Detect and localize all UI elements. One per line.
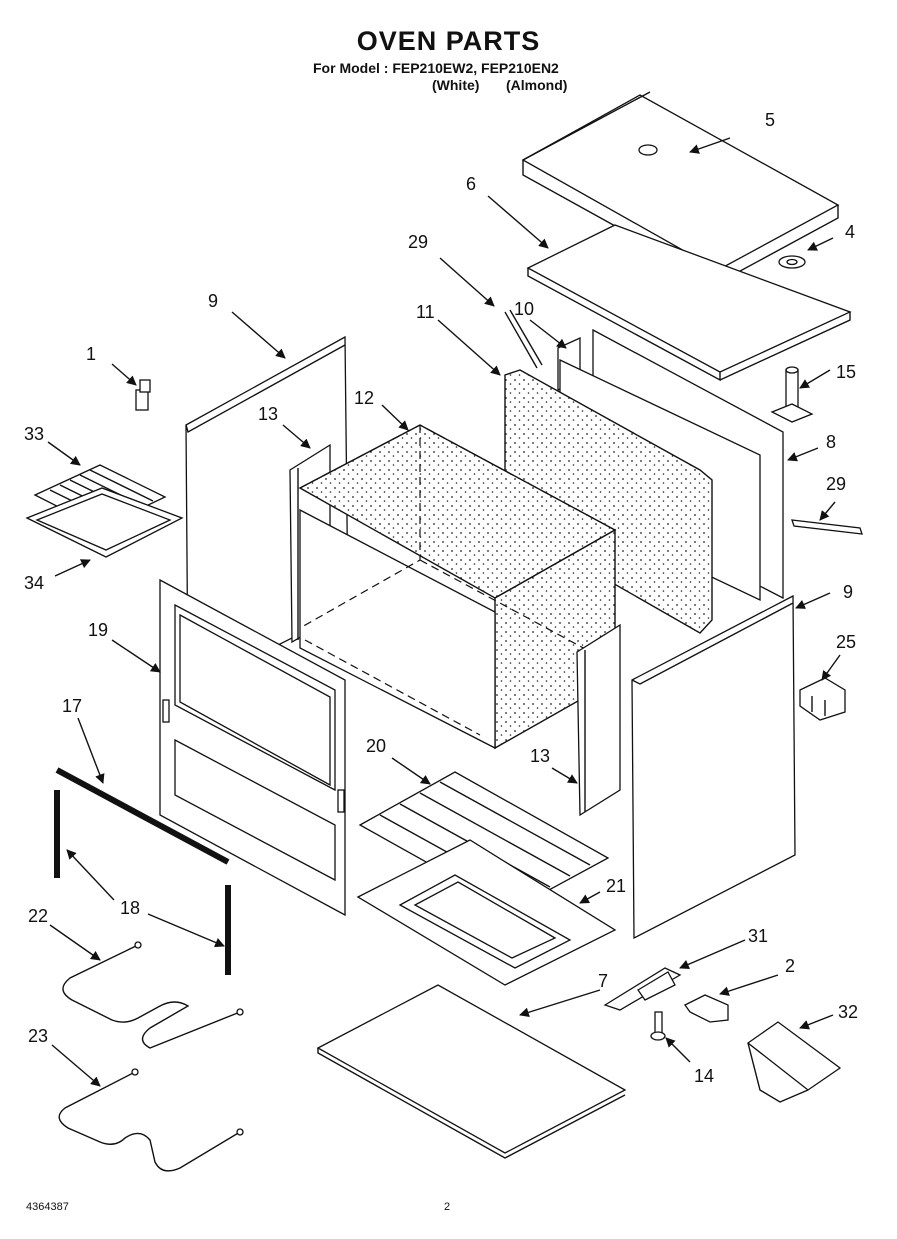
callout-33: 33 — [24, 424, 44, 444]
callout-31: 31 — [748, 926, 768, 946]
callout-1: 1 — [86, 344, 96, 364]
doc-number: 4364387 — [26, 1201, 69, 1213]
callout-labels: 1 2 4 5 6 7 8 9 9 10 11 12 13 13 14 15 1… — [24, 110, 858, 1086]
callout-13-right: 13 — [530, 746, 550, 766]
callout-5: 5 — [765, 110, 775, 130]
callout-4: 4 — [845, 222, 855, 242]
callout-15: 15 — [836, 362, 856, 382]
part-gasket — [778, 255, 806, 269]
part-terminal-block — [799, 677, 846, 721]
part-door-gasket-sides — [54, 790, 231, 975]
part-bracket-2 — [684, 994, 729, 1023]
part-side-bracket-right — [576, 623, 621, 817]
model-line: For Model : FEP210EW2, FEP210EN2 — [313, 60, 559, 76]
part-broiler-pan — [25, 487, 184, 558]
callout-12: 12 — [354, 388, 374, 408]
callout-17: 17 — [62, 696, 82, 716]
part-vent-tube — [770, 366, 814, 423]
part-leveling-leg — [650, 1011, 666, 1041]
callout-8: 8 — [826, 432, 836, 452]
callout-18: 18 — [120, 898, 140, 918]
callout-11: 11 — [416, 302, 435, 322]
leader-lines — [47, 137, 841, 1087]
part-oven-bottom — [356, 839, 617, 986]
part-top-panel — [521, 91, 840, 285]
part-bake-element — [58, 1068, 244, 1172]
part-front-frame — [159, 578, 346, 917]
callout-21: 21 — [606, 876, 626, 896]
callout-9-left: 9 — [208, 291, 218, 311]
part-inner-top-panel — [526, 224, 852, 382]
callout-20: 20 — [366, 736, 386, 756]
callout-6: 6 — [466, 174, 476, 194]
callout-9-right: 9 — [843, 582, 853, 602]
callout-29-lower: 29 — [826, 474, 846, 494]
callout-14: 14 — [694, 1066, 714, 1086]
color-white-label: (White) — [432, 77, 480, 93]
callout-34: 34 — [24, 573, 44, 593]
callout-13-left: 13 — [258, 404, 278, 424]
callout-19: 19 — [88, 620, 108, 640]
part-small-clip — [135, 379, 151, 411]
callout-7: 7 — [598, 971, 608, 991]
callout-22: 22 — [28, 906, 48, 926]
color-almond-label: (Almond) — [506, 77, 568, 93]
part-clip-lower — [791, 519, 863, 535]
part-bottom-panel — [316, 984, 627, 1159]
callout-23: 23 — [28, 1026, 48, 1046]
part-bracket-31 — [603, 967, 682, 1011]
page-number: 2 — [444, 1201, 451, 1213]
callout-32: 32 — [838, 1002, 858, 1022]
part-door-gasket-top — [55, 767, 230, 865]
part-clip-upper — [504, 309, 543, 369]
part-side-panel-right — [631, 594, 796, 940]
part-broil-element — [62, 941, 244, 1049]
part-anti-tip-bracket — [746, 1021, 842, 1103]
callout-10: 10 — [514, 299, 534, 319]
callout-25: 25 — [836, 632, 856, 652]
page-title: OVEN PARTS — [356, 26, 541, 56]
callout-29-upper: 29 — [408, 232, 428, 252]
callout-2: 2 — [785, 956, 795, 976]
